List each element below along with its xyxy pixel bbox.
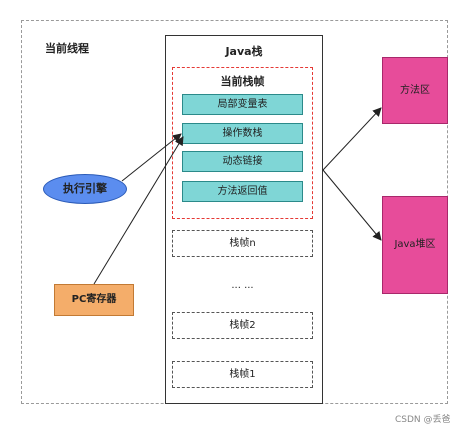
arrow-pc-to-operand-stack	[93, 136, 184, 285]
pc-register: PC寄存器	[54, 284, 134, 316]
dynamic-linking: 动态链接	[182, 151, 303, 172]
arrow-stack-to-heap	[322, 169, 382, 241]
stack-frame-1: 栈帧1	[172, 361, 313, 388]
method-area: 方法区	[382, 57, 448, 124]
arrow-engine-to-operand-stack	[121, 133, 182, 182]
operand-stack: 操作数栈	[182, 123, 303, 144]
method-return-value: 方法返回值	[182, 181, 303, 202]
stack-frame-2: 栈帧2	[172, 312, 313, 339]
java-stack-title: Java栈	[225, 45, 263, 58]
arrow-stack-to-method-area	[322, 107, 382, 171]
current-thread-title: 当前线程	[45, 42, 89, 55]
frames-ellipsis: ... ...	[231, 280, 254, 291]
current-stack-frame	[172, 67, 313, 219]
watermark: CSDN @丢爸	[395, 415, 451, 425]
java-heap: Java堆区	[382, 196, 448, 294]
execution-engine: 执行引擎	[43, 174, 127, 204]
stack-frame-n: 栈帧n	[172, 230, 313, 257]
local-variable-table: 局部变量表	[182, 94, 303, 115]
current-stack-frame-title: 当前栈帧	[220, 75, 265, 88]
